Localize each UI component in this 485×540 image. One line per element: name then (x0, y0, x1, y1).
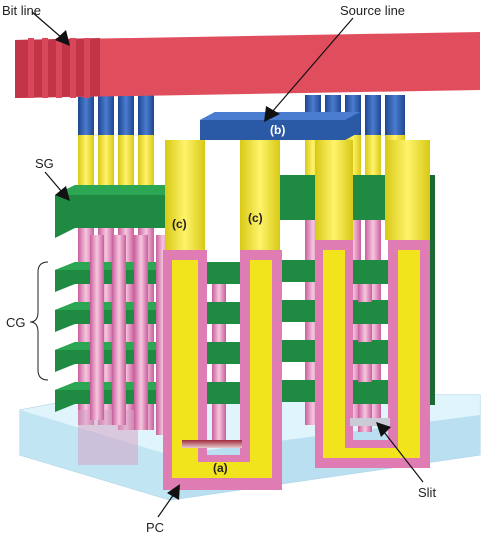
label-a: (a) (213, 461, 228, 475)
bit-line-label: Bit line (2, 3, 41, 18)
label-b: (b) (270, 123, 285, 137)
sg-label: SG (35, 156, 54, 171)
u-string-right (315, 140, 430, 468)
inner-cg-segments (207, 262, 240, 440)
source-line-bar (200, 112, 360, 140)
source-line-label: Source line (340, 3, 405, 18)
sg-plate-left (55, 185, 200, 238)
labels: Bit line Source line SG CG PC Slit (a) (… (2, 3, 436, 535)
label-c-left: (c) (172, 217, 187, 231)
bit-line (15, 32, 480, 98)
cg-bracket (29, 261, 49, 381)
u-string-left (163, 140, 282, 490)
slit-label: Slit (418, 485, 436, 500)
label-c-right: (c) (248, 211, 263, 225)
cg-label: CG (6, 315, 26, 330)
arrows (31, 11, 424, 518)
pc-label: PC (146, 520, 164, 535)
